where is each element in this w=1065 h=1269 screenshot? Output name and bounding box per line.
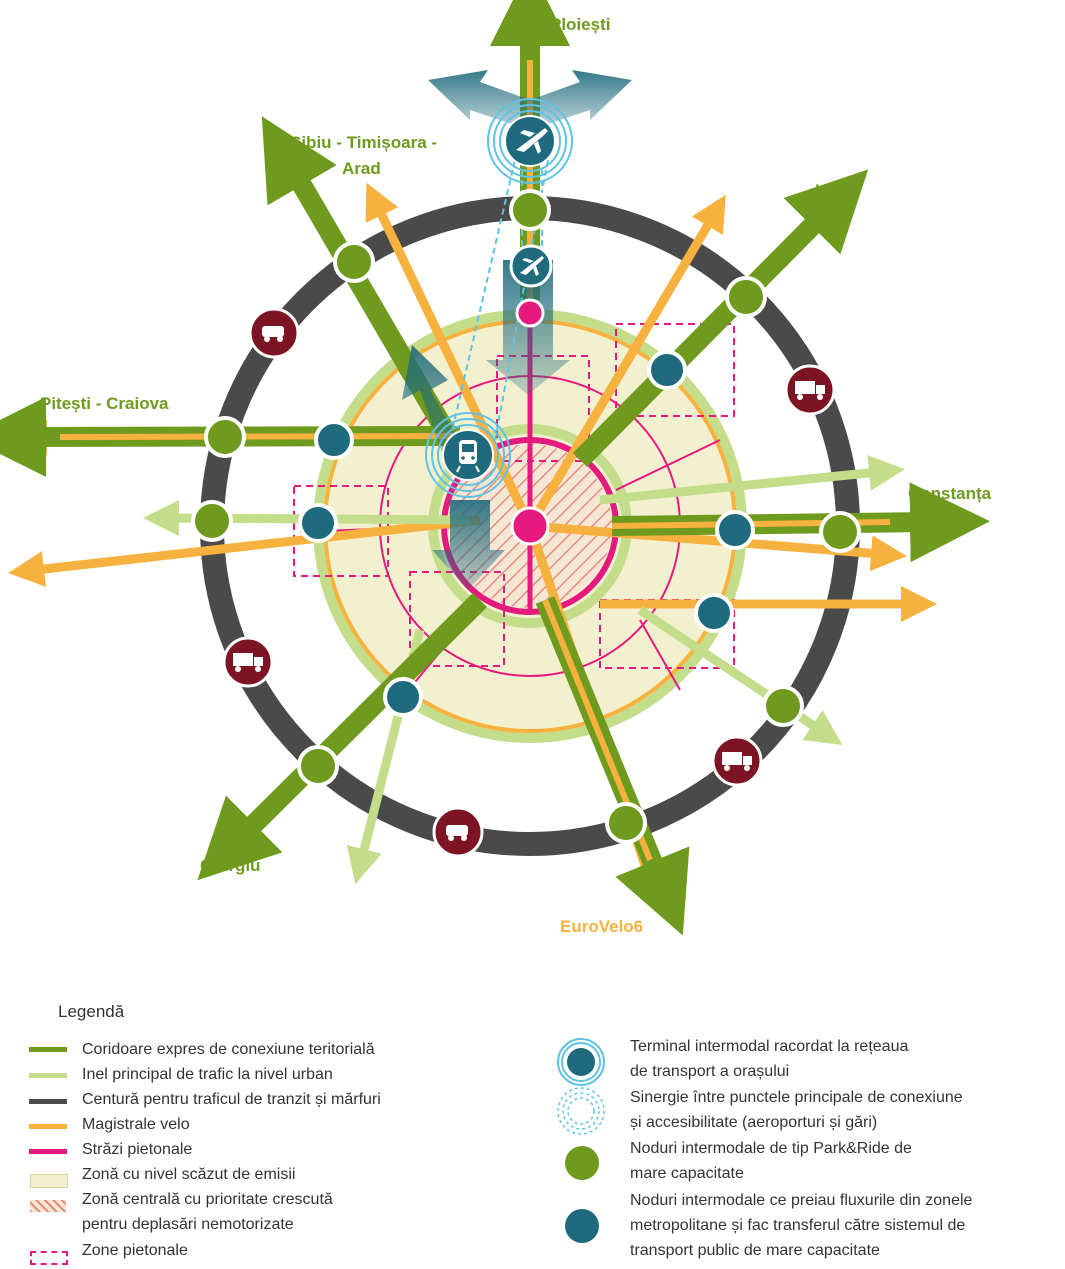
legend-title: Legendă	[58, 1002, 125, 1021]
legend-metropolitan: Noduri intermodale ce preiau fluxurile d…	[630, 1192, 973, 1209]
metropolitan-node	[298, 503, 338, 543]
car-icon	[248, 307, 300, 359]
legend-park-ride-line2: mare capacitate	[630, 1165, 744, 1182]
metropolitan-node-icon	[565, 1209, 599, 1243]
park-ride-node	[333, 241, 375, 283]
legend-transit-belt: Centură pentru traficul de tranzit și mă…	[82, 1091, 381, 1108]
legend-metropolitan-line2: metropolitane și fac transferul către si…	[630, 1217, 966, 1234]
legend-velo: Magistrale velo	[82, 1116, 190, 1133]
city-label-iasi: Iași	[815, 181, 843, 200]
legend-synergy-line2: și accesibilitate (aeroporturi și gări)	[630, 1114, 878, 1131]
legend-express: Coridoare expres de conexiune teritorial…	[82, 1041, 375, 1058]
city-label-constanta: Constanța	[908, 484, 992, 503]
synergy-links	[449, 159, 549, 441]
truck-icon	[784, 364, 836, 416]
park-ride-node	[762, 685, 804, 727]
city-label-sibiu: Sibiu - Timișoara -	[290, 133, 437, 152]
city-label-giurgiu: Giurgiu	[200, 856, 260, 875]
city-label-arad: Arad	[342, 159, 381, 178]
low-emission-zone-icon	[30, 1174, 68, 1188]
synergy-icon	[557, 1087, 605, 1135]
metropolitan-node	[694, 593, 734, 633]
city-label-pitesti: Pitești - Craiova	[40, 394, 169, 413]
express-line-icon	[29, 1047, 67, 1052]
city-label-eurovelo: EuroVelo6	[560, 917, 643, 936]
park-ride-nodes	[191, 189, 861, 844]
legend-hatched-zone-line2: pentru deplasări nemotorizate	[82, 1216, 294, 1233]
legend-terminal: Terminal intermodal racordat la rețeaua	[630, 1038, 909, 1055]
park-ride-node	[509, 189, 551, 231]
truck-icon	[222, 636, 274, 688]
airplane-icon	[520, 256, 544, 276]
hatched-zone-icon	[30, 1200, 66, 1212]
train-terminal	[425, 412, 511, 498]
park-ride-node-icon	[565, 1146, 599, 1180]
legend-pedestrian-zones: Zone pietonale	[82, 1242, 188, 1259]
pedestrian-zone-icon	[30, 1251, 68, 1265]
park-ride-node	[819, 511, 861, 553]
car-icon	[432, 806, 484, 858]
mobility-diagram: Ploiești Sibiu - Timișoara - Arad Iași P…	[0, 0, 992, 936]
airplane-icon	[516, 128, 548, 154]
metropolitan-node	[647, 350, 687, 390]
metropolitan-node	[715, 510, 755, 550]
city-label-ploiesti: Ploiești	[550, 15, 610, 34]
legend-terminal-line2: de transport a orașului	[630, 1063, 790, 1080]
legend-hatched-zone: Zonă centrală cu prioritate crescută	[82, 1191, 333, 1208]
metropolitan-node	[314, 420, 354, 460]
legend-metropolitan-line3: transport public de mare capacitate	[630, 1242, 880, 1259]
legend-low-emission: Zonă cu nivel scăzut de emisii	[82, 1166, 296, 1183]
freight-nodes	[222, 307, 836, 858]
legend-park-ride: Noduri intermodale de tip Park&Ride de	[630, 1140, 912, 1157]
terminal-icon	[557, 1038, 605, 1086]
park-ride-node	[191, 500, 233, 542]
legend-pedestrian-streets: Străzi pietonale	[82, 1141, 193, 1158]
metropolitan-nodes	[298, 350, 755, 717]
pedestrian-node	[515, 298, 545, 328]
park-ride-node	[725, 276, 767, 318]
metropolitan-node	[383, 677, 423, 717]
legend-synergy: Sinergie între punctele principale de co…	[630, 1089, 963, 1106]
airport-terminal	[487, 98, 573, 184]
truck-icon	[711, 735, 763, 787]
center-node	[510, 506, 550, 546]
park-ride-node	[297, 745, 339, 787]
transit-belt-line-icon	[29, 1099, 67, 1104]
velo-line-icon	[29, 1124, 67, 1129]
train-icon	[456, 440, 480, 473]
legend-urban-ring: Inel principal de trafic la nivel urban	[82, 1066, 333, 1083]
airport-node	[509, 244, 553, 288]
pedestrian-street-line-icon	[29, 1149, 67, 1154]
park-ride-node	[605, 802, 647, 844]
park-ride-node	[204, 416, 246, 458]
urban-ring-line-icon	[29, 1073, 67, 1078]
